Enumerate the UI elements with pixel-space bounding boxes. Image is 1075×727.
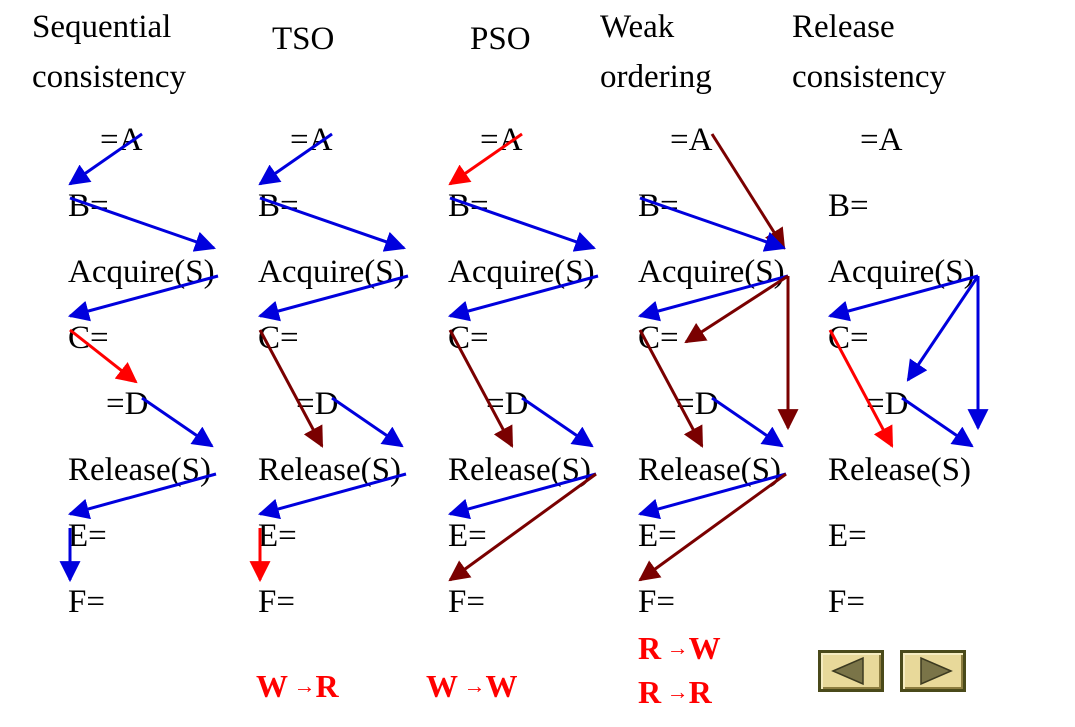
column-title: Weak <box>600 9 675 45</box>
operation-label: F= <box>638 584 675 620</box>
operation-label: F= <box>68 584 105 620</box>
operation-label: Release(S) <box>448 452 591 488</box>
operation-label: E= <box>68 518 107 554</box>
rule-from: R <box>638 674 662 710</box>
operation-label: =A <box>860 122 903 158</box>
relaxed-order-rule: W →R <box>256 668 339 705</box>
operation-label: E= <box>448 518 487 554</box>
operation-label: B= <box>448 188 489 224</box>
column-title: consistency <box>32 59 186 95</box>
operation-label: B= <box>638 188 679 224</box>
operation-label: Release(S) <box>68 452 211 488</box>
rule-from: W <box>426 668 458 704</box>
operation-label: B= <box>828 188 869 224</box>
column-title: Release <box>792 9 895 45</box>
operation-label: =D <box>296 386 339 422</box>
operation-label: Release(S) <box>638 452 781 488</box>
rule-from: R <box>638 630 662 666</box>
right-arrow-icon: → <box>661 679 689 704</box>
operation-label: C= <box>68 320 109 356</box>
operation-label: F= <box>258 584 295 620</box>
operation-label: =D <box>486 386 529 422</box>
operation-label: E= <box>638 518 677 554</box>
operation-label: F= <box>448 584 485 620</box>
relaxed-order-rule: W →W <box>426 668 518 705</box>
operation-label: Acquire(S) <box>258 254 405 290</box>
operation-label: C= <box>448 320 489 356</box>
ordering-arrow <box>141 396 214 448</box>
operation-label: C= <box>638 320 679 356</box>
operation-label: =D <box>106 386 149 422</box>
previous-slide-button[interactable] <box>818 650 884 692</box>
operation-label: B= <box>258 188 299 224</box>
ordering-arrow <box>331 396 404 448</box>
operation-label: Acquire(S) <box>68 254 215 290</box>
operation-label: =A <box>290 122 333 158</box>
next-slide-button[interactable] <box>900 650 966 692</box>
operation-label: E= <box>828 518 867 554</box>
ordering-arrow <box>710 133 786 250</box>
ordering-arrow <box>711 396 784 448</box>
operation-label: Acquire(S) <box>638 254 785 290</box>
rule-to: R <box>688 674 712 710</box>
right-arrow-icon: → <box>661 635 689 660</box>
rule-to: W <box>688 630 721 666</box>
operation-label: =A <box>480 122 523 158</box>
right-arrow-icon: → <box>288 673 316 698</box>
operation-label: B= <box>68 188 109 224</box>
operation-label: =D <box>866 386 909 422</box>
relaxed-order-rule: R →R <box>638 674 712 711</box>
operation-label: =A <box>670 122 713 158</box>
column-title: Sequential <box>32 9 172 45</box>
operation-label: F= <box>828 584 865 620</box>
operation-label: E= <box>258 518 297 554</box>
rule-to: R <box>315 668 339 704</box>
ordering-arrow <box>901 396 974 448</box>
rule-from: W <box>256 668 288 704</box>
operation-label: C= <box>258 320 299 356</box>
column-title: PSO <box>470 21 531 57</box>
operation-label: Acquire(S) <box>828 254 975 290</box>
column-title: TSO <box>272 21 335 57</box>
operation-label: C= <box>828 320 869 356</box>
relaxed-order-rule: R →W <box>638 630 721 667</box>
triangle-left-icon <box>831 656 864 686</box>
column-title: ordering <box>600 59 712 95</box>
rule-to: W <box>485 668 518 704</box>
operation-label: =D <box>676 386 719 422</box>
operation-label: =A <box>100 122 143 158</box>
triangle-right-icon <box>920 656 953 686</box>
ordering-arrow <box>521 396 594 448</box>
operation-label: Acquire(S) <box>448 254 595 290</box>
right-arrow-icon: → <box>458 673 486 698</box>
operation-label: Release(S) <box>258 452 401 488</box>
column-title: consistency <box>792 59 946 95</box>
operation-label: Release(S) <box>828 452 971 488</box>
